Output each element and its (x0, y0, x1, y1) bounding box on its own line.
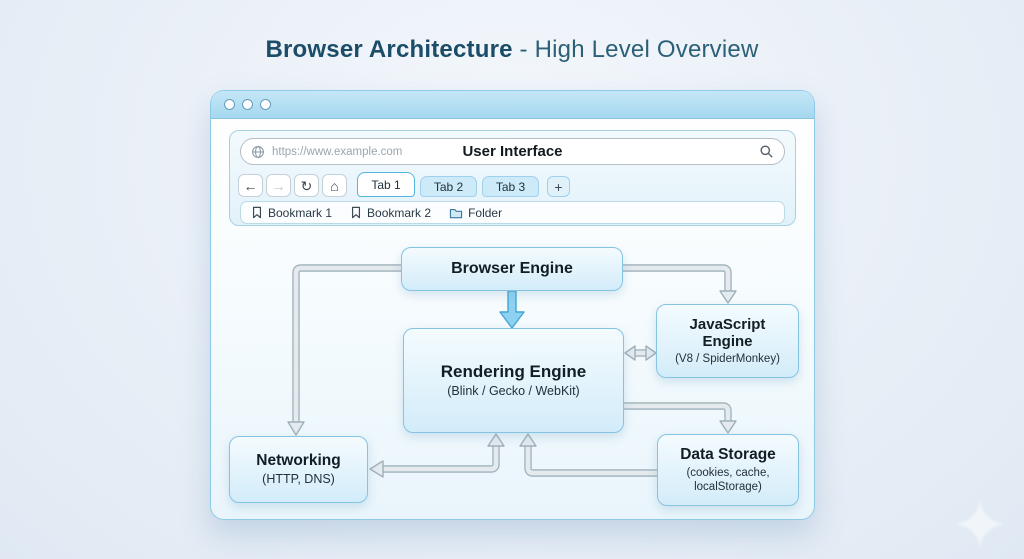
diagram-edges (287, 264, 737, 478)
navigation-row: ← → ↻ ⌂ Tab 1 Tab 2 Tab 3 + (238, 172, 570, 197)
browser-window-mockup: https://www.example.com User Interface ←… (210, 90, 815, 520)
edge-rendering-engine-javascript-engine (624, 345, 657, 361)
refresh-button[interactable]: ↻ (294, 174, 319, 197)
url-text: https://www.example.com (272, 145, 403, 158)
node-networking: Networking (HTTP, DNS) (229, 436, 368, 503)
home-button[interactable]: ⌂ (322, 174, 347, 197)
globe-icon (251, 145, 265, 159)
folder-icon (449, 207, 463, 219)
node-javascript-engine: JavaScript Engine (V8 / SpiderMonkey) (656, 304, 799, 378)
user-interface-label: User Interface (462, 143, 563, 160)
node-subtitle: (cookies, cache, localStorage) (686, 466, 770, 493)
bookmark-label: Bookmark 2 (367, 205, 432, 220)
edge-browser-engine-networking (287, 264, 401, 436)
bookmark-item[interactable]: Bookmark 2 (350, 206, 431, 220)
edge-rendering-engine-data-storage (624, 402, 737, 434)
edge-browser-engine-javascript-engine (623, 264, 737, 304)
window-control-dot[interactable] (242, 99, 253, 110)
node-title: Networking (256, 451, 341, 469)
window-control-dot[interactable] (224, 99, 235, 110)
node-rendering-engine: Rendering Engine (Blink / Gecko / WebKit… (403, 328, 624, 433)
forward-icon: → (271, 177, 286, 194)
back-button[interactable]: ← (238, 174, 263, 197)
node-subtitle: (Blink / Gecko / WebKit) (447, 383, 580, 398)
search-icon[interactable] (759, 144, 774, 159)
node-title: JavaScript Engine (689, 315, 766, 350)
node-title: Browser Engine (451, 260, 573, 277)
bookmark-icon (350, 206, 362, 219)
node-data-storage: Data Storage (cookies, cache, localStora… (657, 434, 799, 506)
page-title: Browser Architecture - High Level Overvi… (0, 36, 1024, 64)
refresh-icon: ↻ (300, 177, 313, 194)
bookmark-item[interactable]: Bookmark 1 (251, 206, 332, 220)
bookmark-item[interactable]: Folder (449, 206, 502, 220)
sparkle-decoration (952, 496, 1008, 557)
tab-2[interactable]: Tab 2 (420, 176, 477, 197)
node-title: Data Storage (680, 445, 776, 463)
window-control-dot[interactable] (260, 99, 271, 110)
tab-1[interactable]: Tab 1 (357, 172, 415, 197)
node-browser-engine: Browser Engine (401, 247, 623, 291)
tab-strip: Tab 1 Tab 2 Tab 3 (357, 172, 539, 197)
bookmark-icon (251, 206, 263, 219)
home-icon: ⌂ (330, 177, 339, 194)
window-titlebar (211, 91, 814, 119)
forward-button[interactable]: → (266, 174, 291, 197)
page-title-sep: - (512, 36, 535, 63)
back-icon: ← (243, 177, 258, 194)
bookmark-label: Folder (468, 205, 503, 220)
bookmark-label: Bookmark 1 (268, 205, 333, 220)
edge-data-storage-rendering-engine (519, 433, 657, 477)
node-subtitle: (HTTP, DNS) (262, 471, 335, 486)
tab-3[interactable]: Tab 3 (482, 176, 539, 197)
bookmarks-bar: Bookmark 1 Bookmark 2 Folder (240, 201, 785, 224)
browser-toolbar: https://www.example.com User Interface ←… (229, 130, 796, 226)
node-title: Rendering Engine (440, 361, 587, 381)
new-tab-button[interactable]: + (547, 176, 570, 197)
url-bar[interactable]: https://www.example.com User Interface (240, 138, 785, 165)
page-title-bold: Browser Architecture (265, 36, 513, 63)
edge-rendering-engine-networking (369, 433, 505, 478)
page-title-rest: High Level Overview (534, 36, 759, 63)
edge-browser-engine-rendering-engine (499, 290, 525, 329)
node-subtitle: (V8 / SpiderMonkey) (675, 353, 780, 366)
